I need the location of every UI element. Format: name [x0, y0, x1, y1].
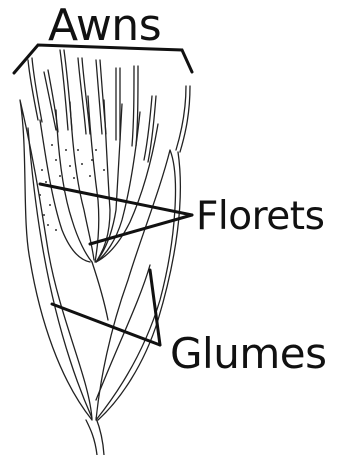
glumes-leader-right — [150, 270, 160, 345]
stem — [86, 418, 104, 455]
label-awns: Awns — [48, 4, 161, 48]
label-florets: Florets — [196, 197, 324, 236]
label-glumes: Glumes — [170, 333, 326, 375]
